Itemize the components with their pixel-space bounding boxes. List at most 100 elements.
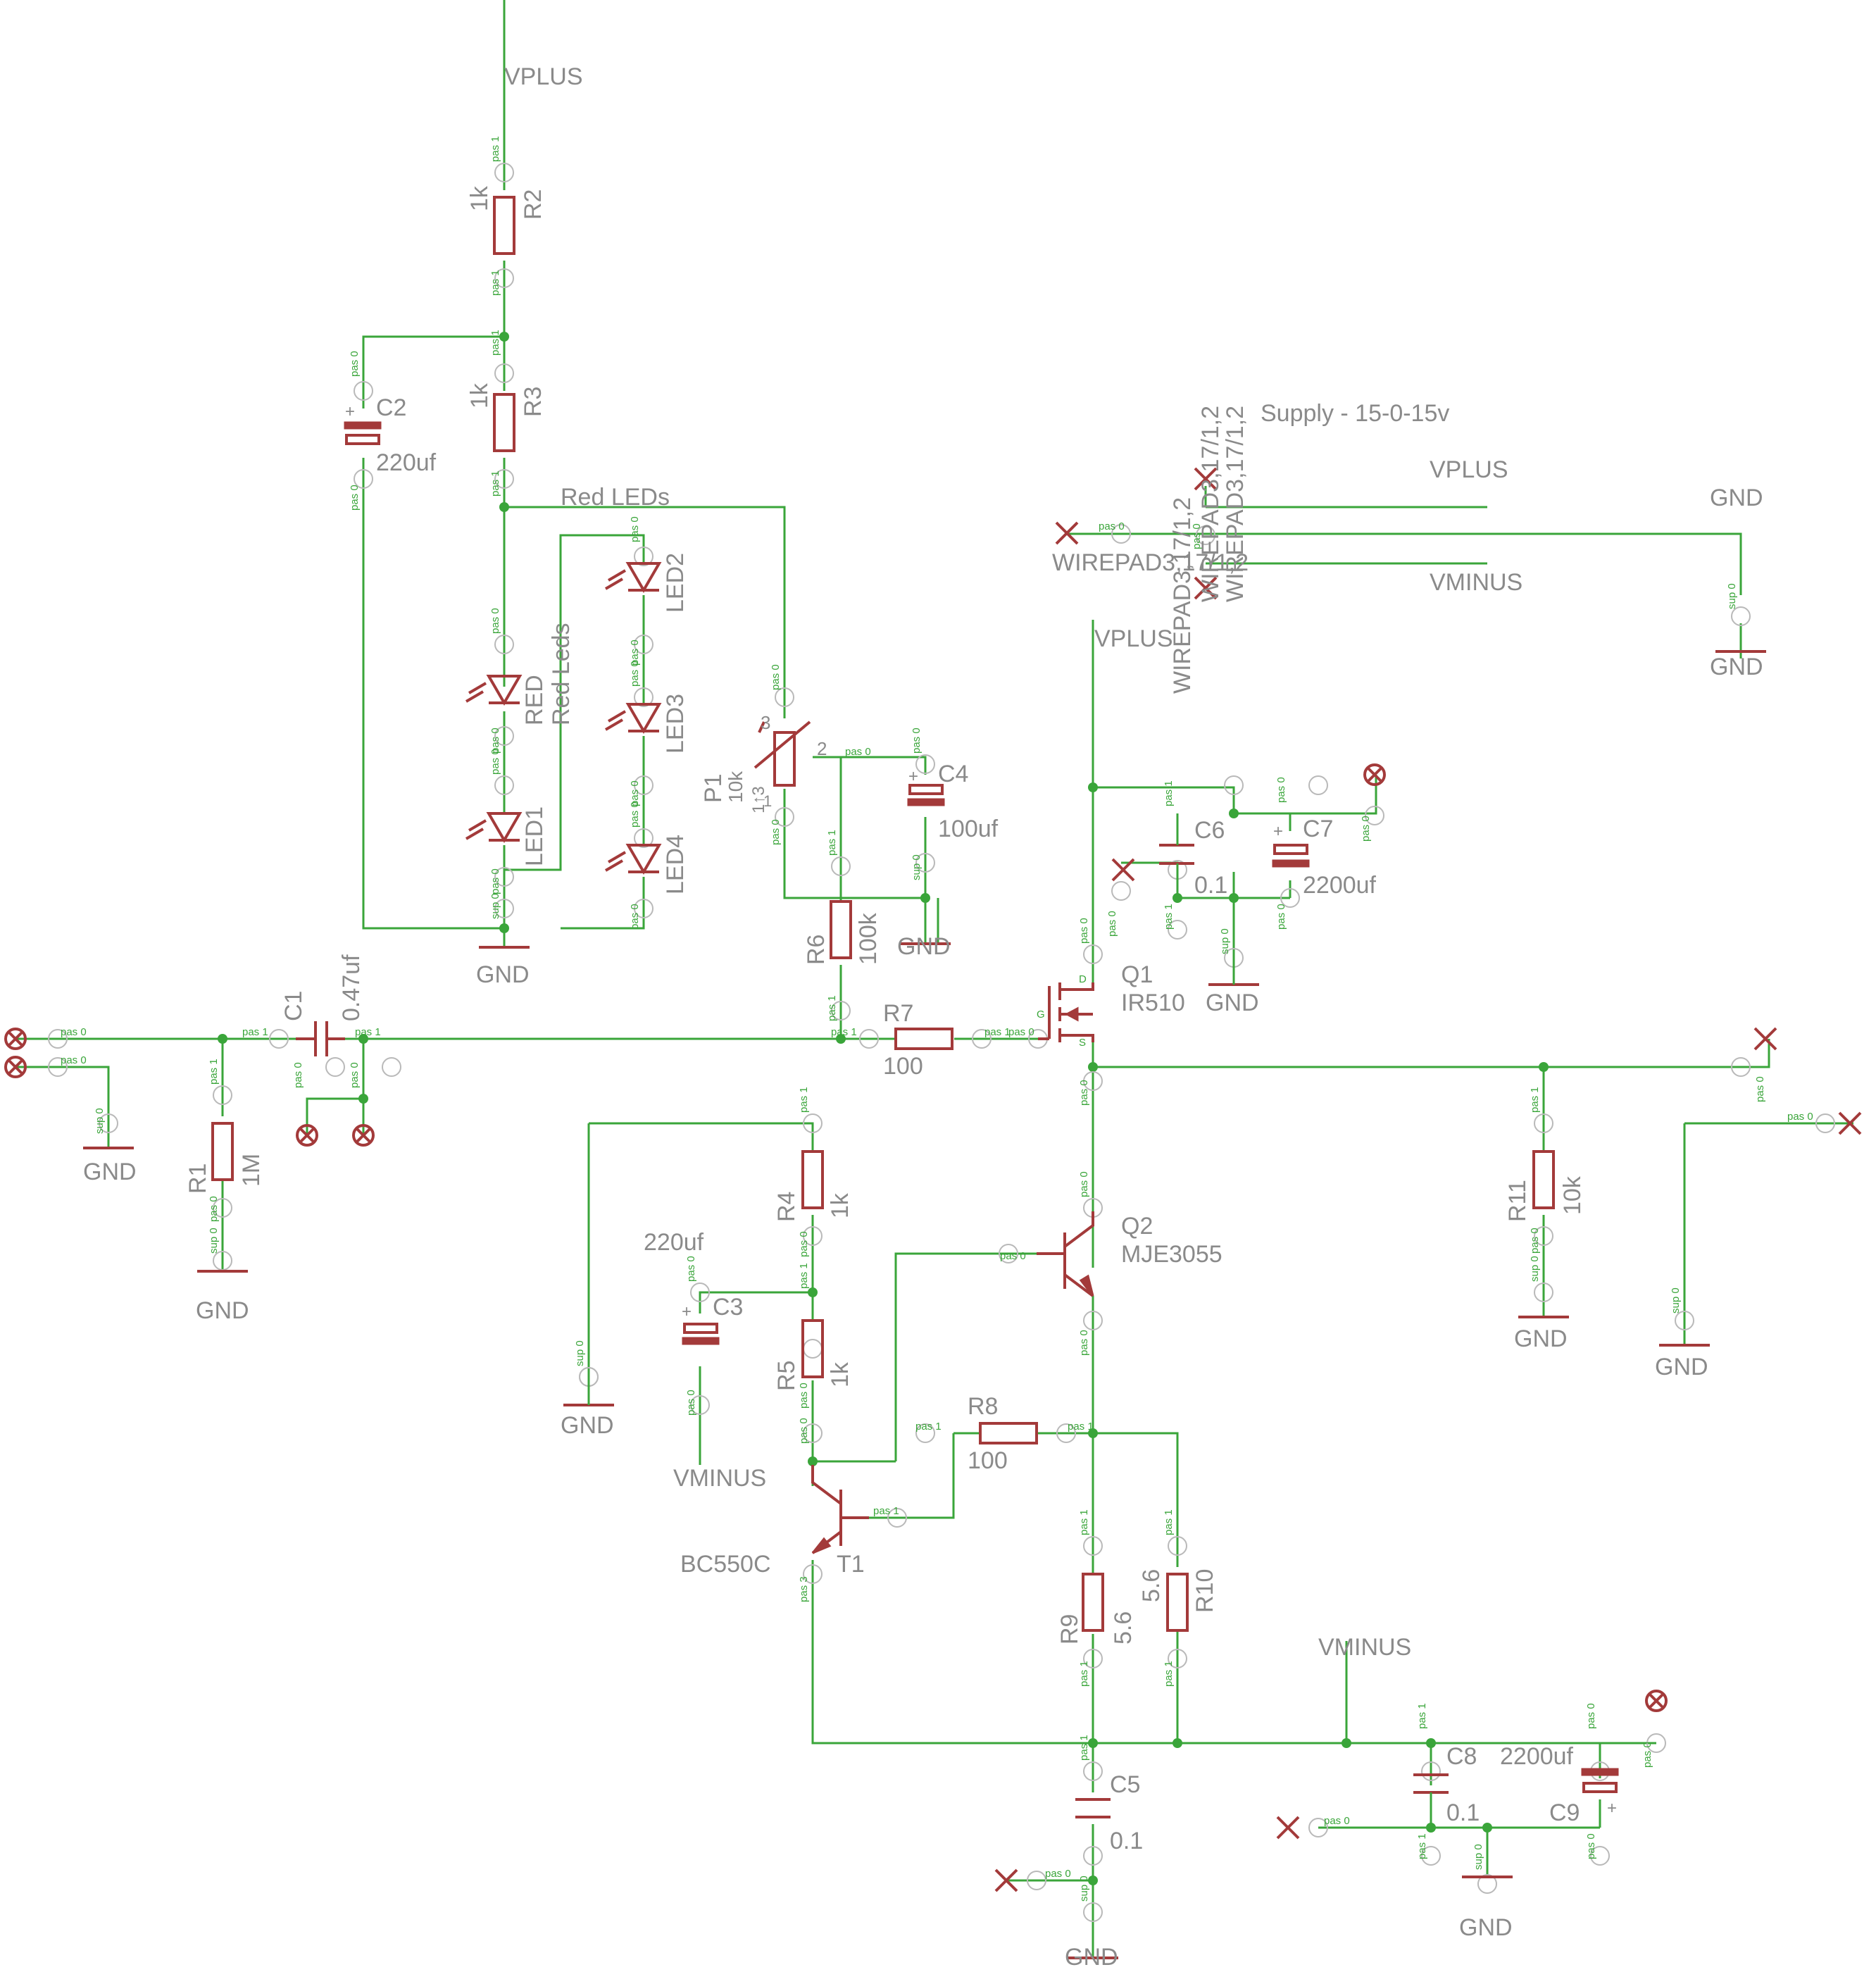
svg-text:pas 0: pas 0 [1641, 1742, 1653, 1768]
C4-value: 100uf [938, 816, 999, 842]
svg-text:pas 0: pas 0 [685, 1390, 697, 1416]
svg-text:pas 1: pas 1 [355, 1026, 381, 1038]
svg-text:sup 0: sup 0 [574, 1340, 586, 1366]
bjt-T1 [811, 1465, 869, 1554]
led-led2 [604, 562, 662, 593]
Q1-value: IR510 [1121, 990, 1185, 1016]
C9-name: C9 [1549, 1799, 1580, 1826]
R7-name: R7 [883, 1000, 913, 1027]
net-vminus-c3: VMINUS [673, 1465, 766, 1492]
C5-name: C5 [1110, 1771, 1140, 1798]
svg-text:sup 0: sup 0 [1219, 928, 1231, 954]
svg-text:pas 0: pas 0 [1585, 1703, 1597, 1729]
svg-text:pas 3: pas 3 [798, 1576, 810, 1602]
led-led4 [604, 844, 662, 875]
svg-text:pas 1: pas 1 [489, 136, 501, 162]
C1-value: 0.47uf [338, 954, 365, 1021]
svg-text:pas 0: pas 0 [61, 1026, 87, 1038]
net-vminus-connector: VMINUS [1430, 569, 1522, 596]
svg-text:pas 1: pas 1 [1163, 904, 1175, 930]
svg-text:pas 0: pas 0 [1585, 1833, 1597, 1859]
C7-name: C7 [1303, 816, 1333, 842]
R9-value: 5.6 [1110, 1611, 1137, 1645]
gnd-label: GND [476, 961, 530, 988]
svg-text:pas 0: pas 0 [629, 639, 641, 666]
svg-text:pas 0: pas 0 [1787, 1111, 1813, 1123]
svg-text:pas 0: pas 0 [1078, 1080, 1090, 1106]
svg-text:pas 1: pas 1 [489, 270, 501, 296]
C1-name: C1 [280, 991, 307, 1021]
wirepad-label-1: WIREPAD3,17/1,2 [1052, 549, 1249, 576]
svg-text:pas 0: pas 0 [629, 516, 641, 542]
R3-name: R3 [520, 387, 546, 417]
R6-value: 100k [855, 912, 882, 965]
LED1-name: LED1 [521, 806, 548, 866]
gnd-label: GND [1459, 1914, 1513, 1941]
svg-text:sup 0: sup 0 [1670, 1287, 1682, 1313]
svg-text:pas 1: pas 1 [1163, 1509, 1175, 1535]
led-red [465, 675, 523, 706]
svg-text:pas 0: pas 0 [798, 1231, 810, 1257]
wirepad-label-3: WIREPAD3,17/1,2 [1222, 406, 1249, 602]
svg-text:pas 1: pas 1 [798, 1087, 810, 1113]
svg-text:pas 0: pas 0 [1000, 1250, 1026, 1262]
R11-name: R11 [1504, 1180, 1531, 1222]
pin-pads [48, 163, 1835, 1922]
P1-pin3: 3 [761, 712, 770, 733]
svg-text:pas 0: pas 0 [1078, 918, 1090, 944]
svg-text:pas 0: pas 0 [629, 904, 641, 930]
net-vplus-mid: VPLUS [1094, 625, 1173, 652]
note-red-leds: Red LEDs [561, 484, 670, 511]
LED4-name: LED4 [662, 835, 689, 894]
net-vplus-connector: VPLUS [1430, 456, 1508, 483]
potentiometer-P1 [773, 731, 796, 787]
resistor-R11 [1532, 1150, 1555, 1209]
svg-text:pas 0: pas 0 [770, 664, 782, 690]
R7-value: 100 [883, 1053, 923, 1080]
terminal-pads [4, 763, 1668, 1712]
svg-text:pas 1: pas 1 [1163, 780, 1175, 806]
svg-text:pas 1: pas 1 [826, 830, 838, 856]
svg-text:pas 0: pas 0 [61, 1054, 87, 1066]
R6-name: R6 [803, 935, 830, 965]
C3-name: C3 [713, 1294, 743, 1321]
resistor-R10 [1166, 1573, 1189, 1632]
svg-text:pas 0: pas 0 [1360, 816, 1372, 842]
svg-text:pas 1: pas 1 [831, 1026, 857, 1038]
resistor-R1 [211, 1122, 234, 1181]
svg-text:pas 1: pas 1 [1078, 1735, 1090, 1761]
R9-name: R9 [1056, 1614, 1083, 1645]
R4-name: R4 [773, 1192, 800, 1222]
svg-text:pas 1: pas 1 [915, 1421, 942, 1433]
transistors [811, 982, 1094, 1554]
resistor-R2 [493, 196, 515, 255]
svg-text:pas 0: pas 0 [349, 351, 361, 377]
svg-text:pas 1: pas 1 [1078, 1509, 1090, 1535]
note-supply: Supply - 15-0-15v [1261, 400, 1449, 427]
R2-name: R2 [520, 189, 546, 220]
svg-text:pas 0: pas 0 [1324, 1815, 1350, 1827]
svg-text:pas 0: pas 0 [1275, 904, 1287, 930]
resistor-R4 [801, 1150, 824, 1209]
wirepad-label-4: WIREPAD3,17/1,2 [1197, 406, 1224, 602]
svg-text:pas 0: pas 0 [208, 1196, 220, 1222]
svg-text:pas 0: pas 0 [1754, 1076, 1766, 1102]
net-vminus-bottom: VMINUS [1318, 1634, 1411, 1661]
pin-labels: pas 1 pas 1 pas 1 pas 1 pas 0 pas 0 pas … [61, 136, 1813, 1902]
C3-plus: + [682, 1302, 692, 1321]
svg-text:pas 0: pas 0 [911, 728, 923, 754]
C4-plus: + [908, 767, 918, 786]
note-red-leds-2: Red Leds [548, 623, 575, 725]
svg-text:pas 1: pas 1 [826, 995, 838, 1021]
R11-value: 10k [1559, 1175, 1586, 1215]
svg-text:pas 0: pas 0 [292, 1062, 304, 1088]
gnd-label: GND [83, 1159, 137, 1185]
C7-value: 2200uf [1303, 872, 1377, 899]
gnd-label: GND [1655, 1354, 1708, 1380]
gnd-label: GND [1514, 1325, 1568, 1352]
P1-value: 10k [725, 770, 746, 803]
capacitors [296, 421, 1619, 1828]
Q2-name: Q2 [1121, 1213, 1153, 1240]
resistor-R9 [1082, 1573, 1104, 1632]
net-vplus-top: VPLUS [504, 63, 583, 90]
